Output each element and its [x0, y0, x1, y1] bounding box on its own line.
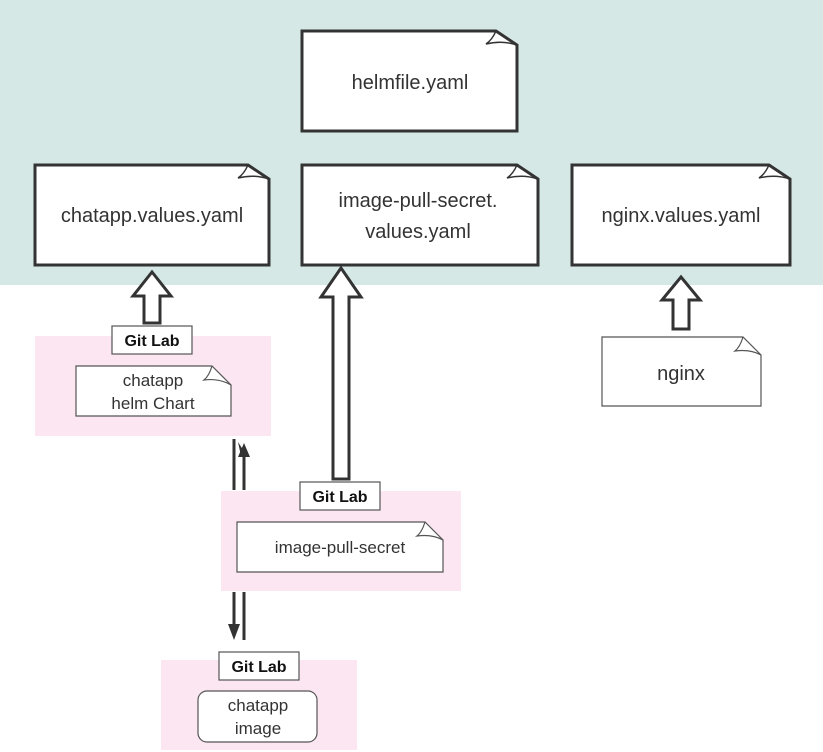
chatapp-helm-chart-node[interactable]: chatapp helm Chart [75, 365, 232, 417]
helmfile-yaml-label: helmfile.yaml [352, 72, 469, 94]
nginx-label: nginx [657, 363, 705, 385]
image-pull-secret-node[interactable]: image-pull-secret [236, 521, 444, 573]
gitlab-image-badge: Git Lab [218, 651, 300, 681]
svg-text:Git Lab: Git Lab [231, 659, 286, 676]
chatapp-values-label: chatapp.values.yaml [61, 205, 243, 227]
chatapp-helm-chart-line2: helm Chart [111, 394, 194, 413]
chatapp-helm-chart-line1: chatapp [123, 371, 184, 390]
nginx-values-label: nginx.values.yaml [602, 205, 761, 227]
image-to-chart-arrow [232, 439, 250, 490]
chatapp-values-node[interactable]: chatapp.values.yaml [33, 163, 271, 267]
nginx-node[interactable]: nginx [601, 336, 762, 407]
chatapp-image-line1: chatapp [228, 696, 289, 715]
gitlab-chart-badge: Git Lab [111, 325, 193, 355]
svg-text:Git Lab: Git Lab [124, 333, 179, 350]
pull-secret-values-node[interactable]: image-pull-secret. values.yaml [300, 163, 540, 267]
nginx-to-values-arrow [658, 274, 704, 331]
chatapp-image-line2: image [235, 719, 281, 738]
chatapp-image-node[interactable]: chatapp image [197, 690, 318, 743]
chart-to-image-arrow [228, 592, 246, 640]
image-pull-secret-label: image-pull-secret [275, 538, 406, 557]
chart-to-values-arrow [129, 269, 175, 325]
secret-to-values-arrow [318, 265, 364, 481]
pull-secret-values-label-line1: image-pull-secret. [339, 190, 498, 212]
helmfile-yaml-node[interactable]: helmfile.yaml [300, 29, 519, 133]
nginx-values-node[interactable]: nginx.values.yaml [570, 163, 792, 267]
svg-text:Git Lab: Git Lab [312, 489, 367, 506]
pull-secret-values-label-line2: values.yaml [365, 221, 471, 243]
gitlab-secret-badge: Git Lab [299, 481, 381, 511]
